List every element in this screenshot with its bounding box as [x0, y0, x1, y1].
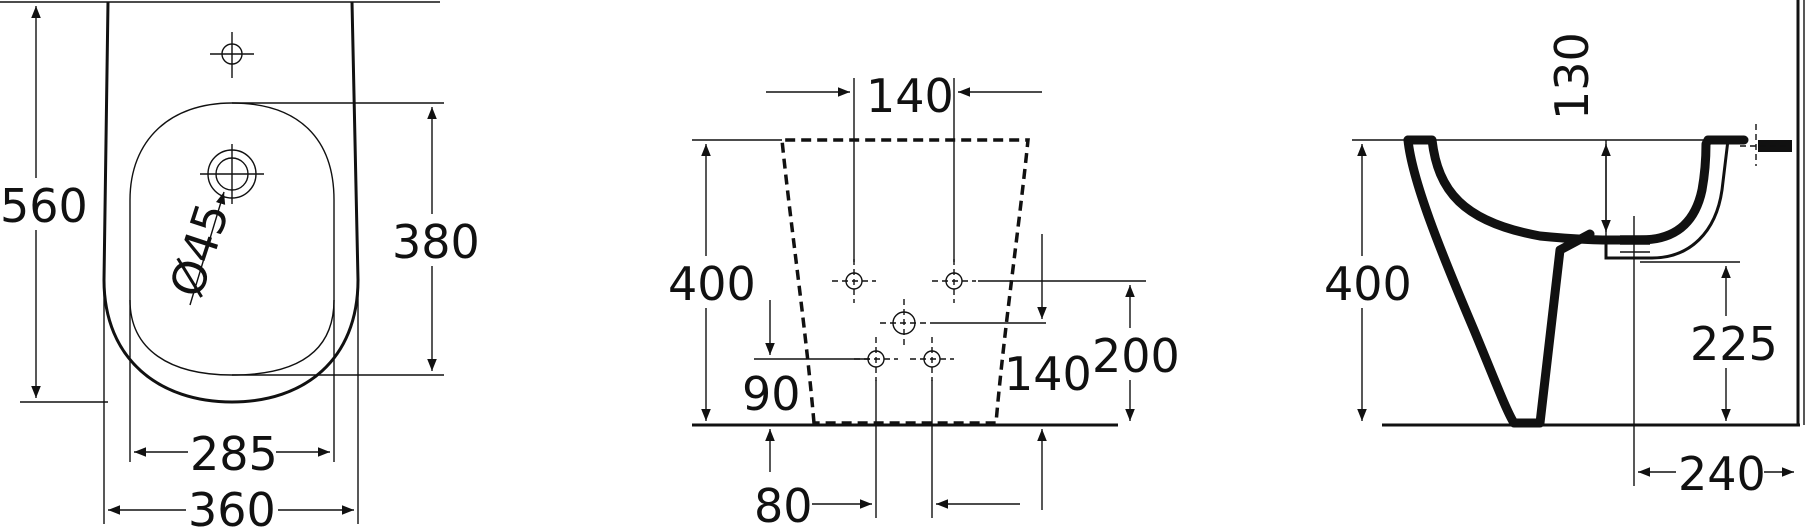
bidet-side-pedestal	[1403, 135, 1595, 428]
dim-offset-200: 200	[1092, 329, 1180, 383]
label-bg	[390, 214, 474, 266]
dim-rim-to-outlet: 130	[1545, 32, 1599, 120]
front-view: Ø45 560 380 285 360	[0, 1, 480, 530]
dim-outlet-depth: 240	[1678, 447, 1766, 501]
basin-outline	[129, 102, 335, 376]
dim-rear-height: 400	[668, 257, 756, 311]
label-bg	[1090, 328, 1176, 380]
tap-mounting-symbol	[1740, 124, 1792, 166]
dim-tap-hole-diameter: Ø45	[159, 197, 240, 304]
rear-body-outline	[780, 138, 1030, 425]
dim-offset-140: 140	[1004, 347, 1092, 401]
dim-basin-width: 285	[190, 427, 278, 481]
dim-overall-height: 560	[0, 179, 88, 233]
label-bg	[0, 178, 76, 230]
dim-offset-90: 90	[742, 367, 801, 421]
dim-hole-spacing-top: 140	[866, 69, 954, 123]
outlet-trap	[1604, 139, 1730, 260]
label-bg	[186, 484, 278, 530]
fixing-hole-left-upper	[832, 259, 876, 303]
bidet-outer-outline	[102, 1, 360, 404]
outlet-hatch	[1620, 235, 1650, 253]
supply-hole	[880, 299, 928, 347]
drain-symbol	[200, 144, 264, 204]
diameter-leader	[189, 191, 226, 306]
fixing-hole-right-lower	[910, 337, 954, 381]
fixing-hole-right-upper	[932, 259, 976, 303]
label-bg	[1322, 256, 1406, 308]
label-bg	[666, 256, 750, 308]
tap-hole-symbol	[210, 32, 254, 78]
rear-view: 140 400 90 140 200 80	[666, 69, 1180, 530]
dim-hole-spacing-bottom: 80	[754, 479, 813, 530]
dim-side-height: 400	[1324, 257, 1412, 311]
label-bg	[1676, 448, 1764, 500]
dim-basin-depth: 380	[392, 215, 480, 269]
label-bg	[1688, 316, 1774, 368]
dim-overall-width: 360	[188, 483, 276, 530]
dim-outlet-height: 225	[1690, 317, 1778, 371]
label-bg	[188, 426, 276, 476]
bidet-side-profile	[1403, 135, 1749, 245]
side-view: 130 400 225 240	[1322, 0, 1805, 501]
